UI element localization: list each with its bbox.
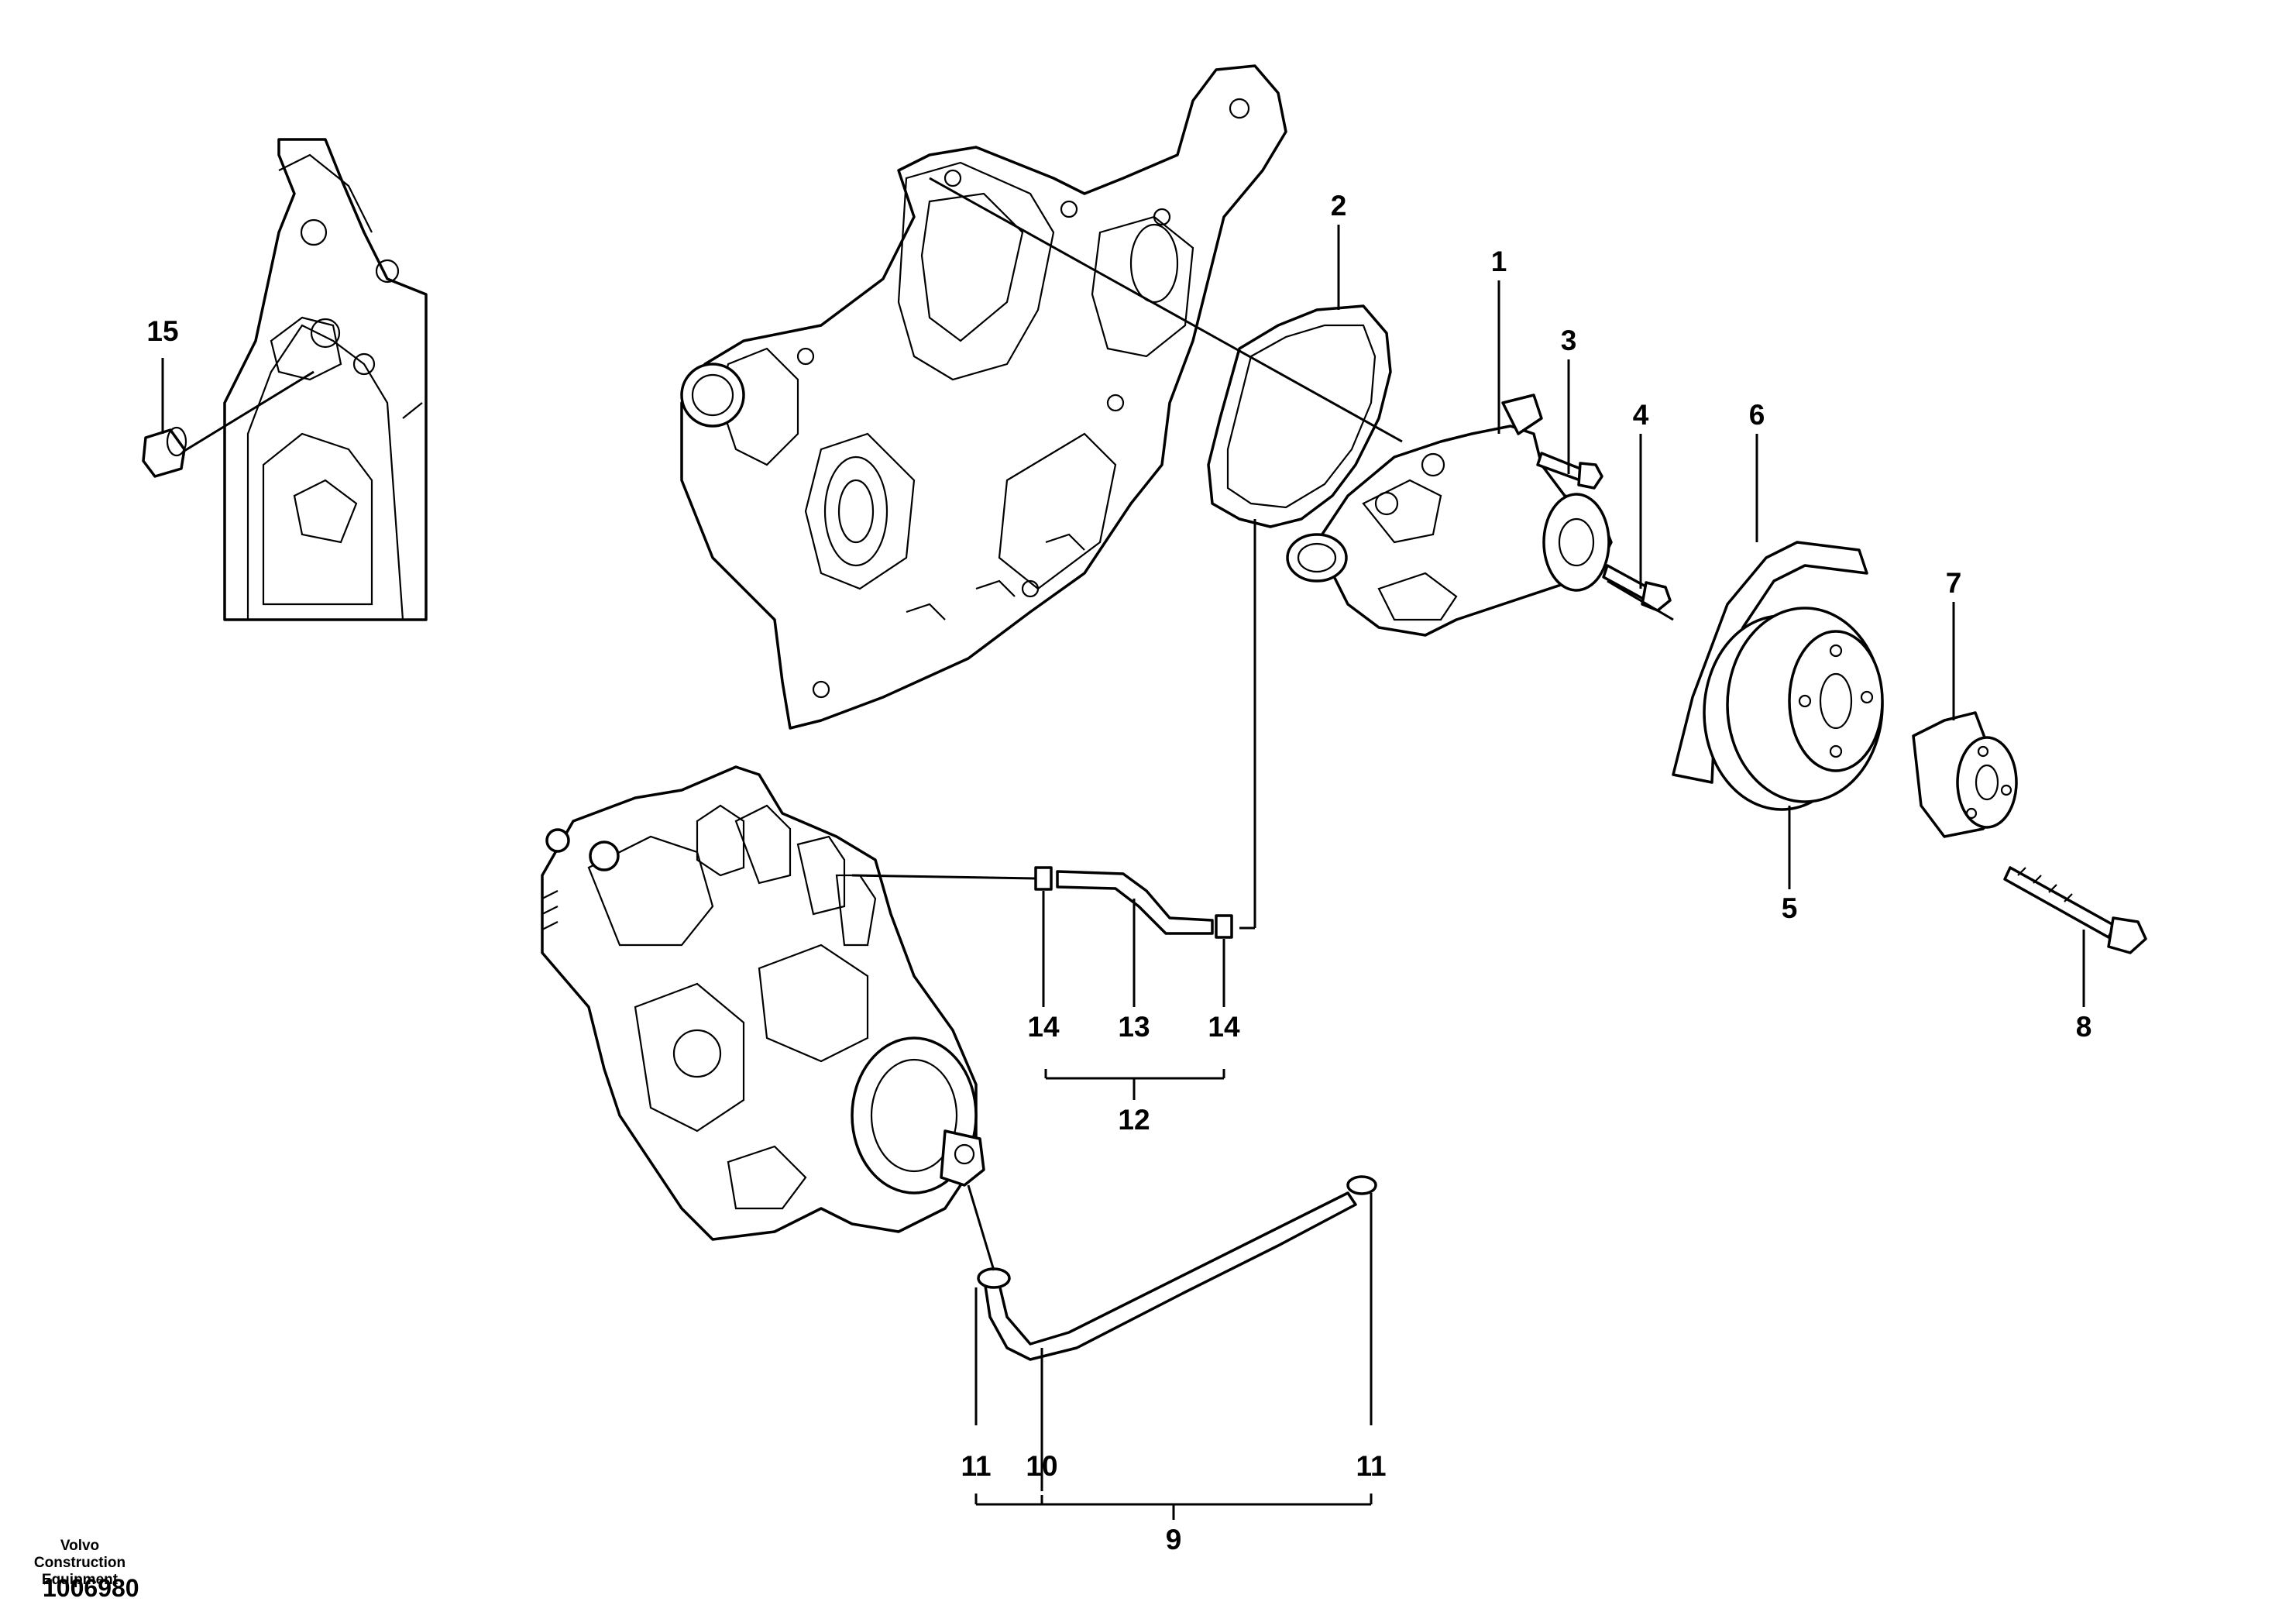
callout-12: 12 [1118, 1104, 1150, 1136]
brand-line-1: Volvo Construction [33, 1538, 126, 1571]
callout-3: 3 [1561, 325, 1577, 356]
callout-6: 6 [1749, 399, 1765, 431]
engine-block-detail [223, 138, 428, 621]
hose-part-10 [984, 1191, 1357, 1361]
callout-2: 2 [1331, 190, 1347, 222]
callout-1: 1 [1491, 246, 1507, 277]
brand-line-2: Equipment [41, 1572, 119, 1588]
plug-part-15 [142, 426, 187, 478]
callout-11-right: 11 [1356, 1450, 1386, 1482]
clamp-part-11-left [977, 1267, 1011, 1289]
timing-gear-cover [680, 64, 1287, 730]
spacer-part-7 [1912, 711, 2018, 838]
callout-5: 5 [1782, 892, 1798, 924]
clamp-part-11-right [1346, 1175, 1377, 1195]
callout-4: 4 [1633, 399, 1649, 431]
callout-15: 15 [146, 315, 178, 347]
callout-14-right: 14 [1208, 1011, 1240, 1043]
callout-11-left: 11 [961, 1450, 991, 1482]
callout-9: 9 [1166, 1524, 1182, 1555]
callout-8: 8 [2076, 1011, 2092, 1043]
callout-10: 10 [1026, 1450, 1057, 1482]
callout-14-left: 14 [1027, 1011, 1060, 1043]
callout-13: 13 [1118, 1011, 1150, 1043]
figure-number: 1006980 [43, 1574, 139, 1602]
bolt-part-8 [2003, 866, 2147, 954]
leader-lines [161, 177, 2085, 1520]
clamp-part-14-right [1215, 914, 1233, 939]
callout-labels: 1 2 3 4 5 6 7 8 9 10 11 11 12 13 14 14 1… [146, 190, 2091, 1555]
callout-7: 7 [1946, 567, 1962, 599]
bolt-part-4 [1602, 564, 1672, 612]
gasket-part-2 [1207, 304, 1392, 528]
pulley-part-5 [1703, 607, 1884, 811]
injection-pump [541, 765, 985, 1241]
water-pump-part-1 [1286, 394, 1613, 637]
clamp-part-14-left [1034, 866, 1053, 891]
footer-brand: Volvo Construction Equipment [14, 1538, 146, 1589]
